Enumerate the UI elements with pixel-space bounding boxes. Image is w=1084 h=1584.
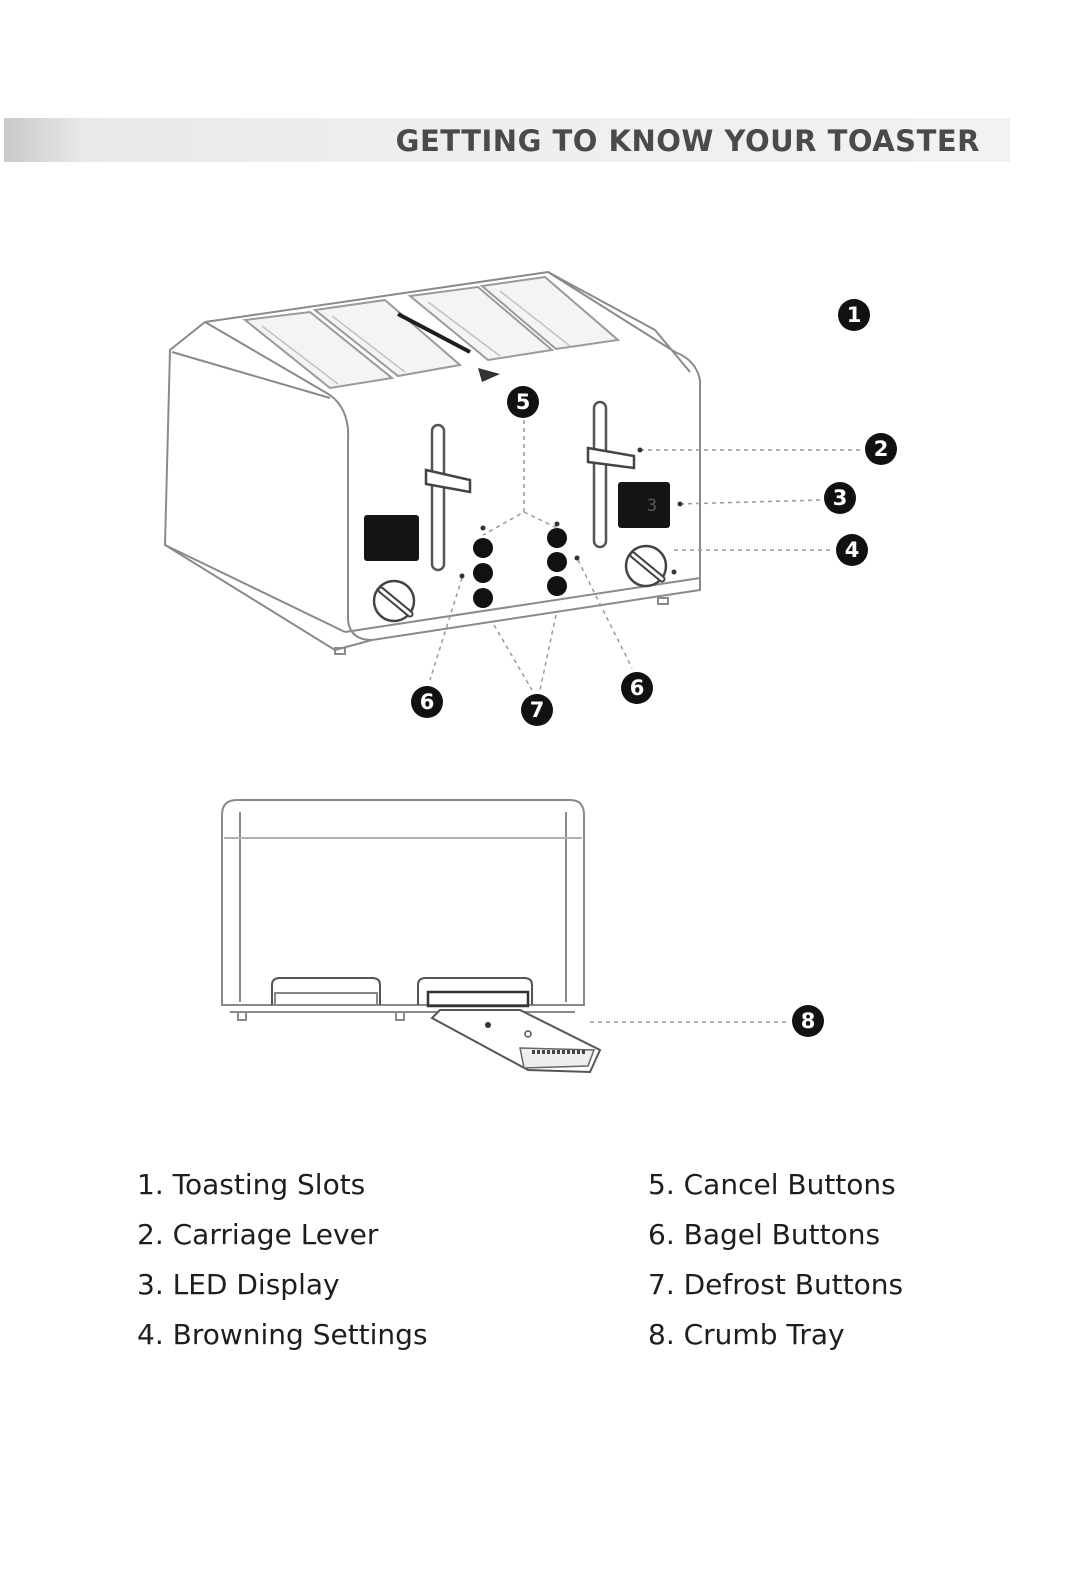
- toaster-side-view: [222, 800, 584, 1020]
- part-item: 6. Bagel Buttons: [648, 1210, 903, 1260]
- button-stack-left: [473, 538, 493, 608]
- bagel-button-right: [547, 552, 567, 572]
- carriage-lever-left: [426, 425, 470, 570]
- cancel-button-left: [473, 538, 493, 558]
- led-display-right: [618, 482, 670, 528]
- part-item: 4. Browning Settings: [137, 1310, 428, 1360]
- parts-list-right: 5. Cancel Buttons 6. Bagel Buttons 7. De…: [648, 1160, 903, 1360]
- parts-list-left: 1. Toasting Slots 2. Carriage Lever 3. L…: [137, 1160, 428, 1360]
- callout-6-left: 6: [411, 686, 443, 718]
- crumb-tray-slots: [272, 978, 532, 1006]
- callout-3: 3: [824, 482, 856, 514]
- svg-text:3: 3: [833, 486, 848, 510]
- svg-text:5: 5: [516, 390, 531, 414]
- defrost-button-left: [473, 588, 493, 608]
- cancel-button-right: [547, 528, 567, 548]
- part-item: 5. Cancel Buttons: [648, 1160, 903, 1210]
- part-item: 1. Toasting Slots: [137, 1160, 428, 1210]
- svg-text:8: 8: [801, 1009, 816, 1033]
- part-item: 3. LED Display: [137, 1260, 428, 1310]
- defrost-button-right: [547, 576, 567, 596]
- callout-8: 8: [792, 1005, 824, 1037]
- led-display-left: [364, 515, 419, 561]
- browning-knob-left: [374, 581, 414, 621]
- button-stack-right: [547, 528, 567, 596]
- led-display-digit: 3: [647, 496, 657, 516]
- callout-4: 4: [836, 534, 868, 566]
- callout-1: 1: [838, 299, 870, 331]
- svg-text:1: 1: [847, 303, 862, 327]
- svg-text:6: 6: [420, 690, 435, 714]
- callout-5: 5: [507, 386, 539, 418]
- callout-7: 7: [521, 694, 553, 726]
- svg-text:2: 2: [874, 437, 889, 461]
- callout-2: 2: [865, 433, 897, 465]
- crumb-tray: [432, 1010, 600, 1072]
- bagel-button-left: [473, 563, 493, 583]
- svg-text:6: 6: [630, 676, 645, 700]
- part-item: 2. Carriage Lever: [137, 1210, 428, 1260]
- callout-6-right: 6: [621, 672, 653, 704]
- svg-text:7: 7: [530, 698, 545, 722]
- svg-text:4: 4: [845, 538, 860, 562]
- brand-logo: [478, 368, 500, 382]
- browning-knob-right: [626, 546, 666, 586]
- part-item: 8. Crumb Tray: [648, 1310, 903, 1360]
- part-item: 7. Defrost Buttons: [648, 1260, 903, 1310]
